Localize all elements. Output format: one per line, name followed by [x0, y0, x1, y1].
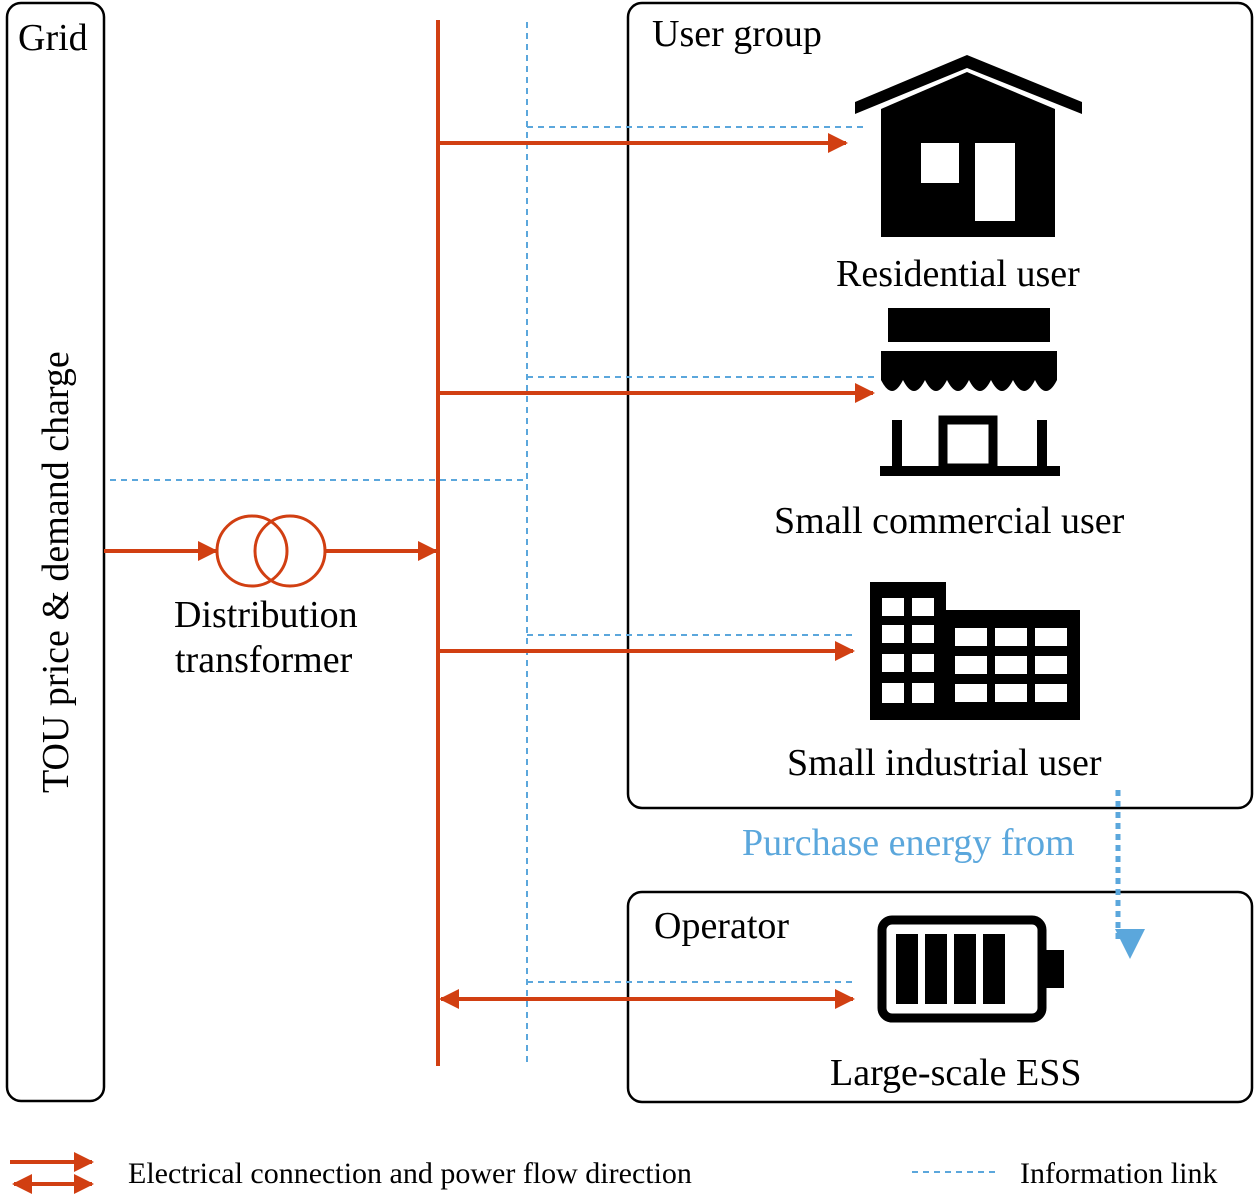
- grid-label: Grid: [18, 17, 88, 59]
- purchase-energy-label: Purchase energy from: [742, 822, 1075, 864]
- grid-box: Grid TOU price & demand charge: [5, 1, 106, 1103]
- power-lines: [104, 20, 875, 1066]
- transformer-label-line1: Distribution: [174, 594, 358, 636]
- information-links: [110, 22, 875, 1066]
- small-industrial-user-label: Small industrial user: [787, 742, 1102, 784]
- legend-information-label: Information link: [1020, 1157, 1217, 1190]
- small-commercial-user-label: Small commercial user: [774, 500, 1125, 542]
- user-group-box: User group: [626, 1, 1254, 810]
- operator-title: Operator: [654, 905, 789, 947]
- residential-user-label: Residential user: [836, 253, 1080, 295]
- transformer-icon: [215, 514, 327, 588]
- house-icon: [855, 55, 1082, 237]
- factory-icon: [870, 582, 1080, 720]
- transformer-label-line2: transformer: [175, 639, 353, 681]
- battery-icon: [877, 915, 1064, 1023]
- legend-electrical-label: Electrical connection and power flow dir…: [128, 1157, 692, 1190]
- user-group-title: User group: [652, 13, 822, 55]
- large-scale-ess-label: Large-scale ESS: [830, 1052, 1082, 1094]
- tou-price-label: TOU price & demand charge: [35, 351, 77, 793]
- shop-icon: [880, 308, 1060, 476]
- legend: Electrical connection and power flow dir…: [10, 1152, 1217, 1194]
